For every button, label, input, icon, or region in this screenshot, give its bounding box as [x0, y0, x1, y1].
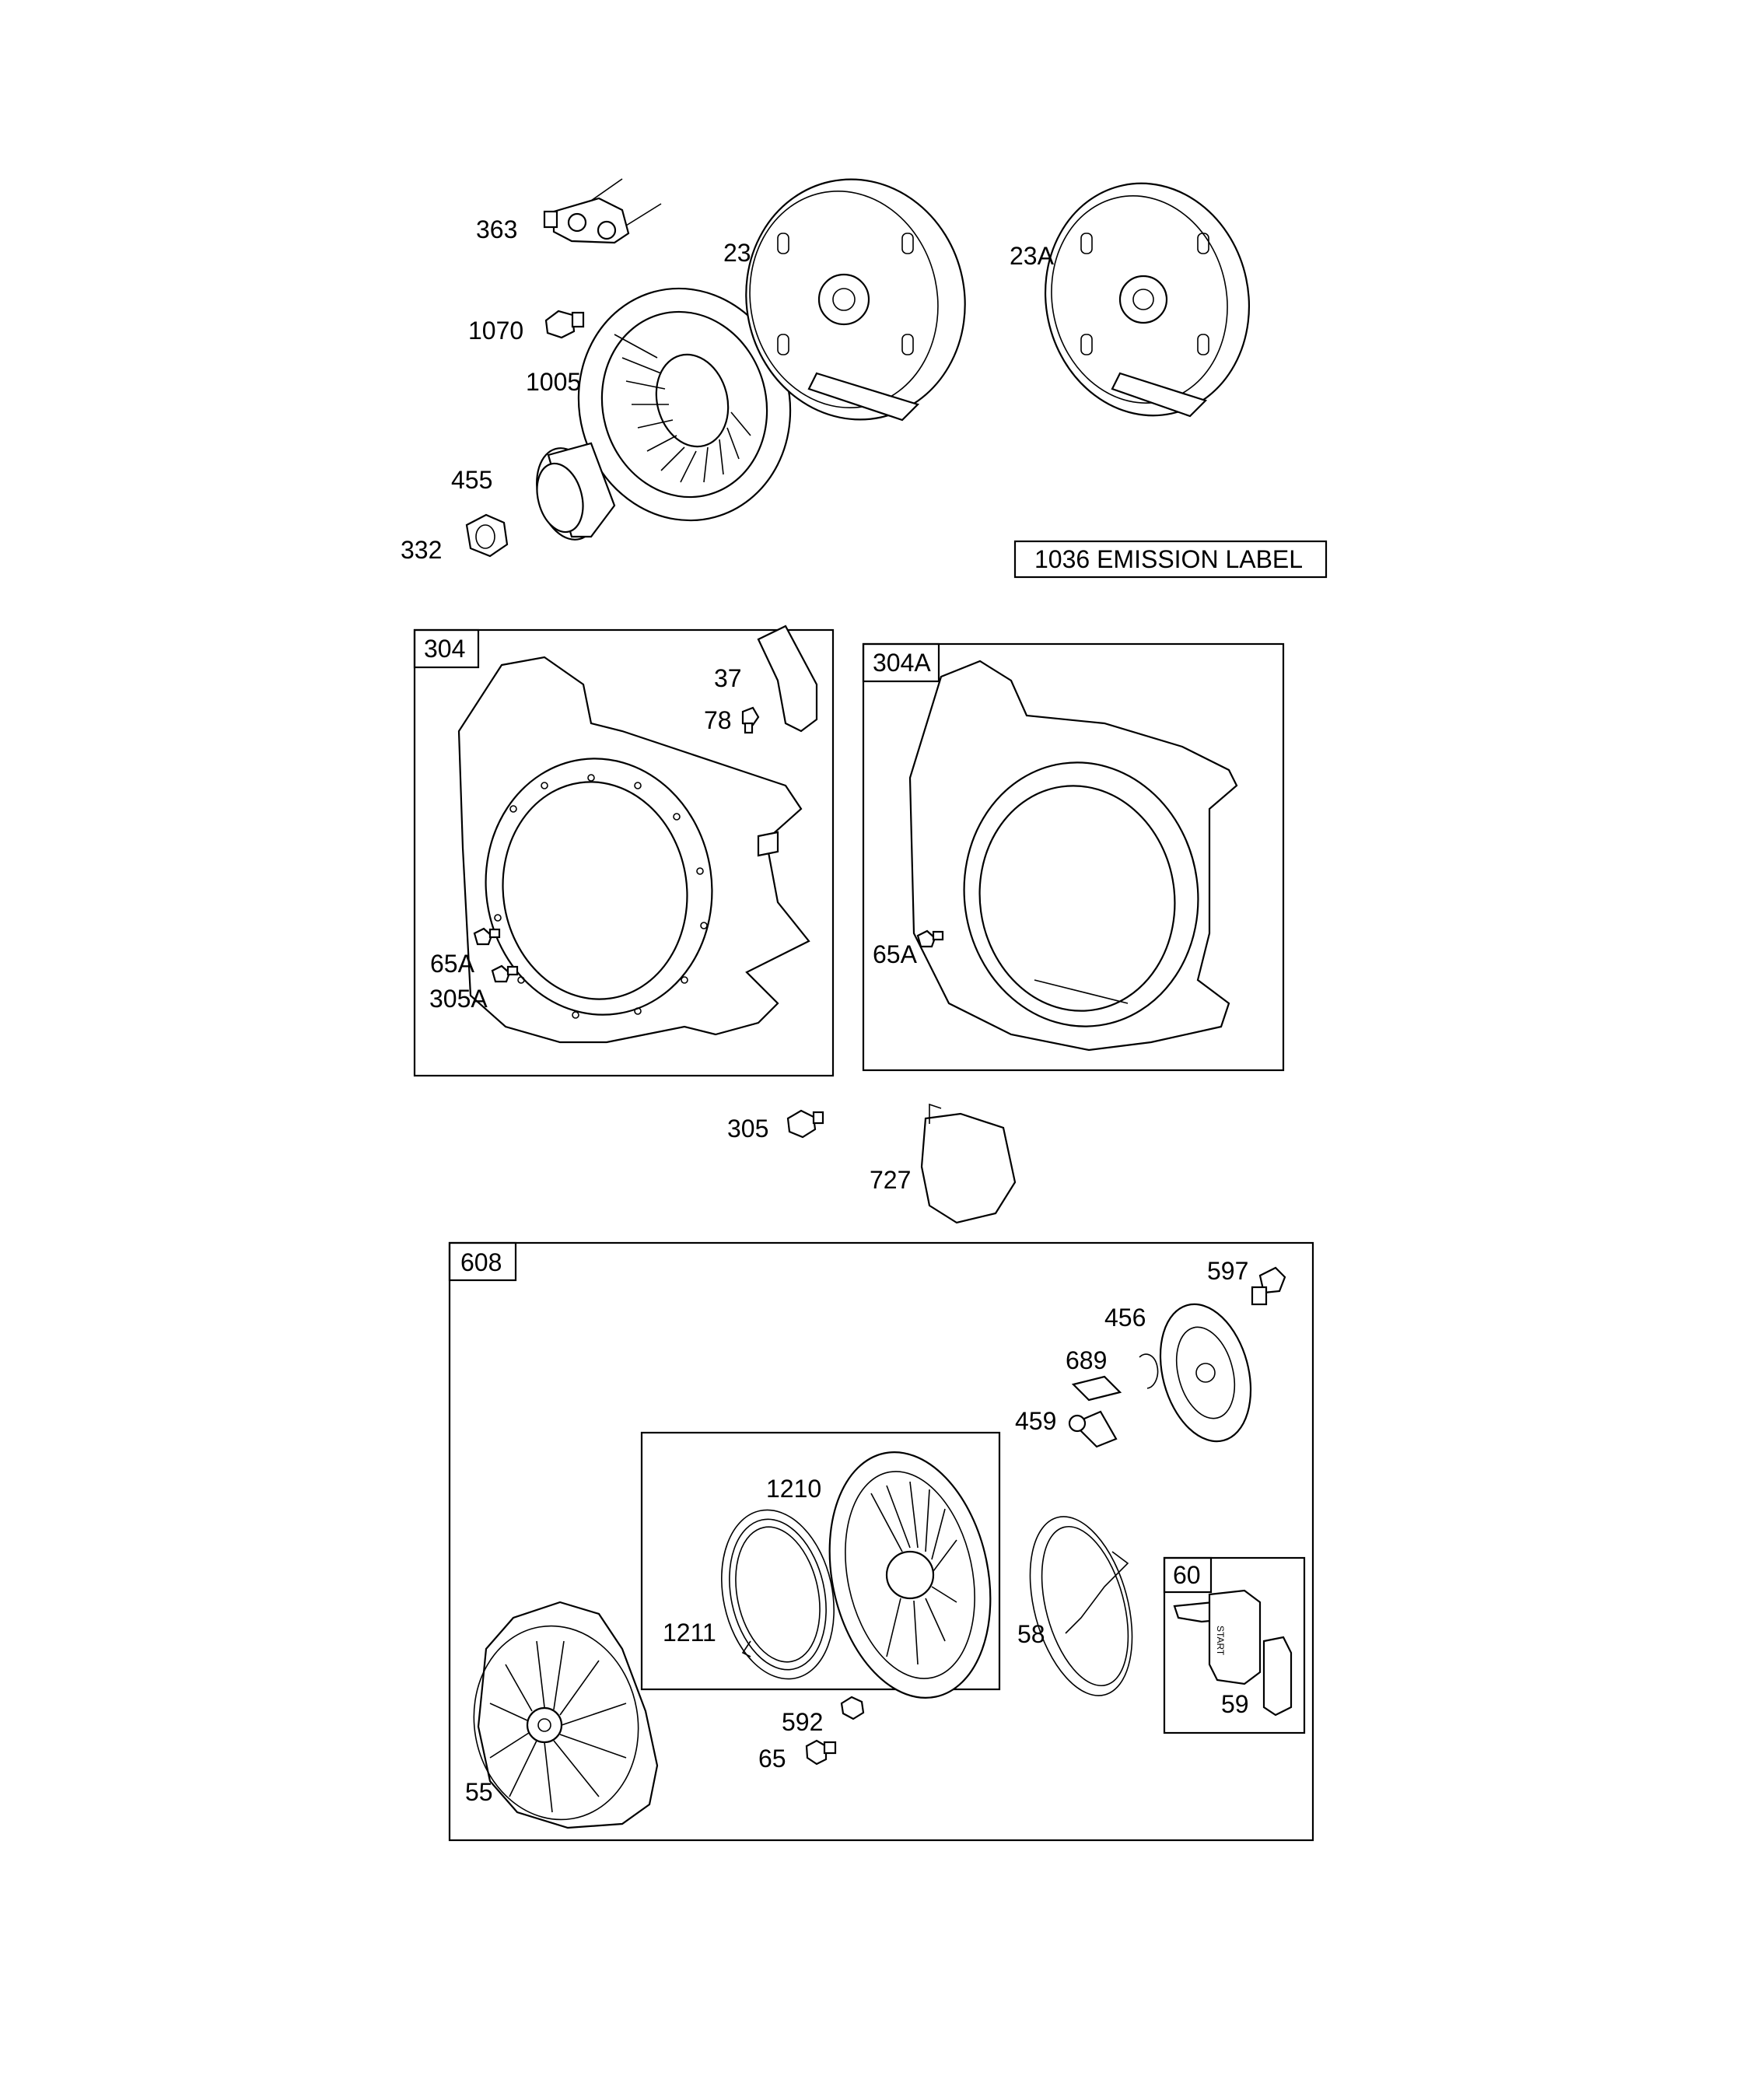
part-304a-blower-housing	[908, 660, 1238, 1052]
callout-65a-1: 65A	[430, 950, 475, 978]
part-55-starter-housing	[473, 1601, 659, 1829]
callout-305: 305	[727, 1115, 768, 1143]
part-65-screw	[805, 1739, 837, 1766]
part-305a-screw	[491, 964, 519, 983]
part-592-nut	[840, 1696, 865, 1720]
part-1070-bolt	[544, 310, 585, 339]
part-689-ring	[1139, 1353, 1159, 1389]
part-305-screw	[786, 1109, 824, 1139]
callout-1005: 1005	[526, 368, 581, 396]
callout-456: 456	[1104, 1304, 1146, 1332]
callout-304a: 304A	[873, 649, 931, 677]
part-65a-screw-1	[473, 927, 501, 946]
box-304a-tag	[862, 642, 940, 683]
callout-455: 455	[451, 466, 492, 494]
callout-304: 304	[424, 635, 465, 663]
part-597-screw	[1251, 1266, 1286, 1306]
part-58-rope	[1029, 1516, 1133, 1696]
callout-60: 60	[1173, 1561, 1201, 1589]
callout-608: 608	[460, 1248, 502, 1276]
callout-58: 58	[1017, 1620, 1045, 1648]
callout-597: 597	[1207, 1257, 1248, 1285]
callout-78: 78	[704, 706, 732, 734]
part-65a-screw-2	[916, 929, 944, 948]
callout-1210: 1210	[766, 1475, 821, 1503]
part-456-retainer	[1159, 1303, 1252, 1443]
emission-label-text: 1036 EMISSION LABEL	[1034, 545, 1303, 573]
box-pulley-spring	[640, 1431, 1001, 1691]
box-304	[413, 628, 835, 1077]
callout-37: 37	[714, 664, 742, 692]
callout-459: 459	[1015, 1407, 1056, 1435]
part-1210-pulley	[828, 1451, 992, 1699]
box-60	[1163, 1556, 1306, 1734]
callout-23: 23	[723, 239, 751, 267]
part-363-bracket	[543, 178, 662, 244]
part-1211-spring	[721, 1509, 835, 1680]
part-78-screw	[741, 706, 760, 734]
handle-start-text: START	[1215, 1626, 1226, 1656]
callout-23a: 23A	[1010, 242, 1055, 270]
box-304a	[862, 642, 1285, 1072]
callout-65a-2: 65A	[873, 940, 918, 968]
part-332-nut	[465, 513, 509, 558]
part-23-flywheel	[745, 178, 966, 422]
part-304-blower-housing	[457, 656, 810, 1044]
callout-689: 689	[1066, 1346, 1107, 1374]
part-727-cover	[920, 1103, 1017, 1224]
callout-1070: 1070	[468, 317, 523, 345]
box-304-tag	[413, 628, 480, 669]
callout-332: 332	[401, 536, 442, 564]
callout-305a: 305A	[429, 985, 488, 1013]
box-608-tag	[448, 1241, 517, 1282]
callout-727: 727	[870, 1166, 911, 1194]
callout-65: 65	[758, 1745, 786, 1773]
box-60-tag	[1163, 1556, 1213, 1594]
part-59-handle: START	[1173, 1589, 1293, 1717]
callout-592: 592	[782, 1708, 823, 1736]
part-37-deflector	[757, 625, 818, 733]
part-23a-flywheel	[1044, 182, 1251, 418]
emission-label-box	[1013, 540, 1328, 579]
box-608	[448, 1241, 1314, 1842]
callout-55: 55	[465, 1778, 493, 1806]
callout-363: 363	[476, 215, 517, 243]
callout-59: 59	[1221, 1690, 1249, 1718]
part-1005-fan	[577, 287, 792, 522]
part-459-dogs	[1068, 1375, 1122, 1448]
part-455-starter-cup	[536, 442, 616, 541]
callout-1211: 1211	[663, 1619, 716, 1647]
